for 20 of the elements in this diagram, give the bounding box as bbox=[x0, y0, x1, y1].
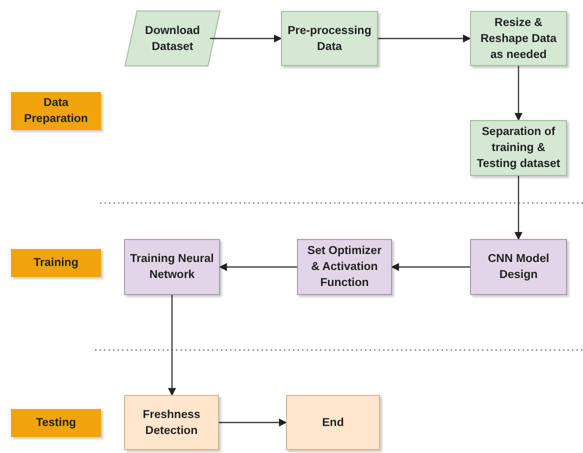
process-box: Separation of training & Testing dataset bbox=[470, 120, 567, 176]
process-box: Pre-processing Data bbox=[281, 11, 378, 66]
arrow bbox=[514, 176, 522, 240]
process-box: End bbox=[286, 395, 380, 450]
arrow bbox=[219, 418, 287, 426]
process-box: Resize & Reshape Data as needed bbox=[470, 11, 567, 66]
process-box: Training Neural Network bbox=[124, 239, 220, 295]
arrow bbox=[514, 66, 522, 121]
arrow bbox=[391, 263, 470, 271]
stage-label: Data Preparation bbox=[11, 92, 101, 130]
arrow bbox=[210, 34, 282, 42]
process-box: CNN Model Design bbox=[470, 239, 567, 295]
arrow bbox=[219, 263, 297, 271]
process-box: Set Optimizer & Activation Function bbox=[297, 239, 392, 295]
process-box: Freshness Detection bbox=[124, 395, 219, 450]
arrow bbox=[168, 295, 176, 396]
stage-label: Testing bbox=[11, 409, 101, 437]
stage-label: Training bbox=[11, 249, 101, 277]
data-parallelogram: Download Dataset bbox=[125, 11, 220, 66]
arrow bbox=[378, 34, 471, 42]
